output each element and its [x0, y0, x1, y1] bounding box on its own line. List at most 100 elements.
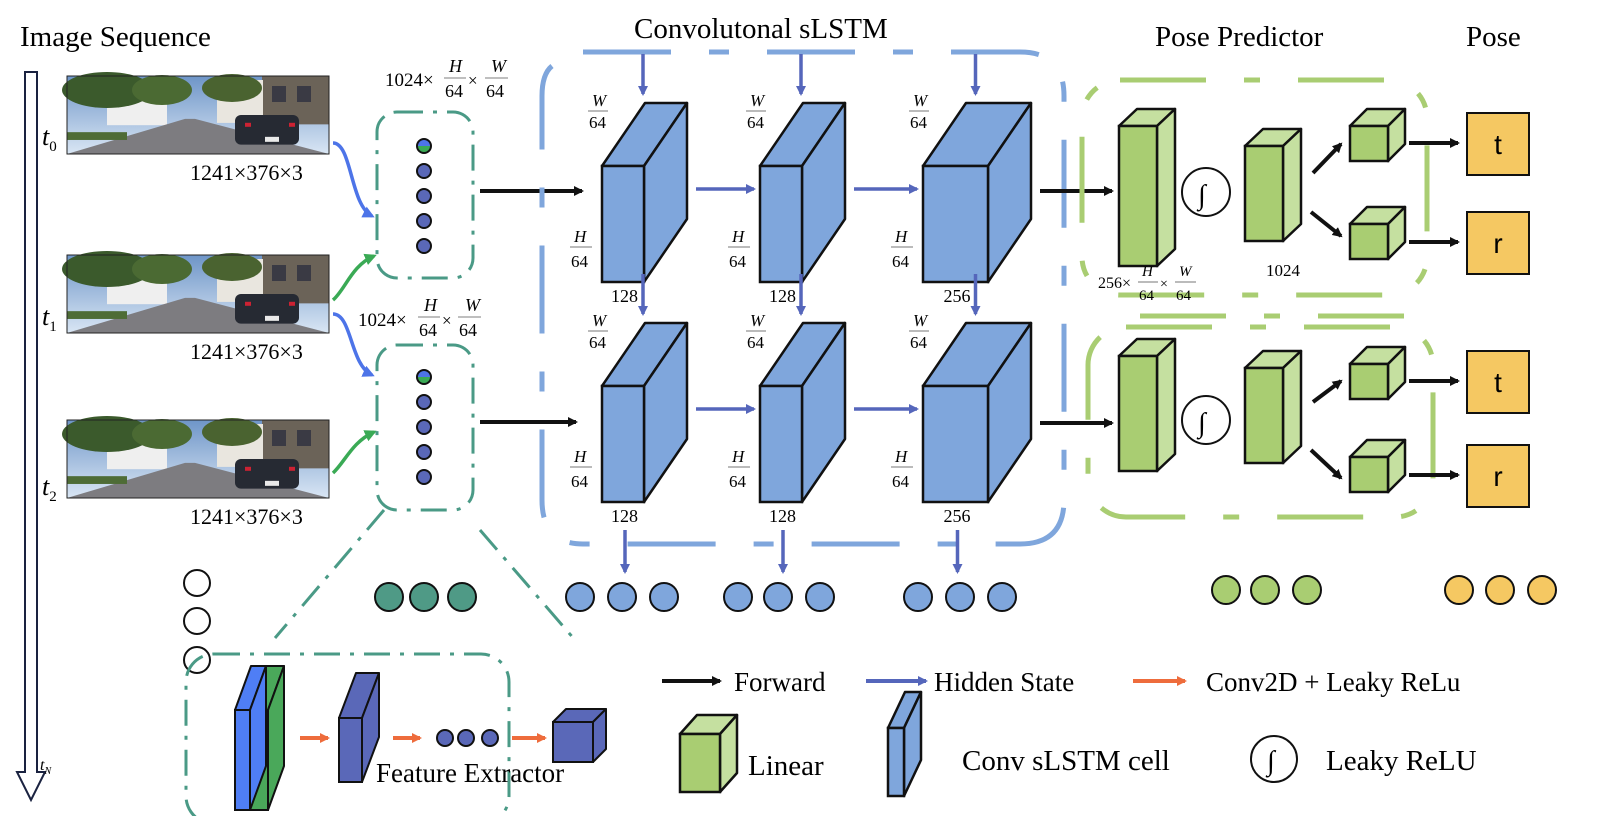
ellipsis-dot-lstm — [723, 582, 753, 612]
frame-image-t1 — [62, 251, 330, 334]
frac-w-2: W 64 — [458, 295, 482, 340]
svg-text:r: r — [1493, 228, 1502, 259]
svg-text:H: H — [731, 447, 746, 466]
svg-text:64: 64 — [1176, 288, 1192, 304]
lstm-cell-r0-c1 — [758, 101, 847, 284]
svg-text:64: 64 — [892, 472, 910, 491]
svg-text:64: 64 — [445, 81, 463, 101]
title-pose-predictor: Pose Predictor — [1155, 21, 1324, 53]
svg-text:t: t — [1494, 129, 1502, 160]
feature-extractor-callout — [184, 509, 577, 816]
svg-text:∫: ∫ — [1196, 180, 1208, 212]
svg-text:H: H — [894, 227, 909, 246]
forward-arrow-split-up — [1311, 142, 1343, 175]
leaky-relu-icon: ∫ — [1181, 395, 1231, 445]
pp-dim-prefix: 256× — [1098, 275, 1131, 292]
pose-predictor-blocks: ∫tr∫tr — [1117, 107, 1530, 508]
ellipsis-dot-time — [183, 607, 211, 635]
svg-text:W: W — [750, 311, 766, 330]
pp-linear2-dim: 1024 — [1266, 261, 1301, 280]
svg-text:H: H — [573, 447, 588, 466]
leaky-relu-icon: ∫ — [1181, 167, 1231, 217]
time-axis-arrow — [15, 71, 47, 803]
svg-text:64: 64 — [589, 333, 607, 352]
title-image-sequence: Image Sequence — [20, 21, 211, 53]
svg-text:×: × — [468, 71, 478, 90]
pp-frac-w: W 64 — [1175, 264, 1196, 304]
channel-label: 128 — [611, 506, 638, 526]
feature-node — [416, 444, 432, 460]
pp-frac-h: H 64 — [1138, 264, 1158, 304]
fe-input-blue — [234, 665, 267, 811]
linear-layer-2-r1 — [1243, 349, 1303, 465]
legend-conv-slstm-label: Conv sLSTM cell — [962, 745, 1170, 777]
legend-linear-label: Linear — [748, 750, 824, 782]
feature-node — [416, 213, 432, 229]
output-linear-r-r1 — [1348, 438, 1407, 494]
svg-text:64: 64 — [910, 113, 928, 132]
input-arrows — [331, 141, 377, 475]
time-label-t2: t2 — [42, 472, 57, 505]
pose-output-t: t — [1466, 112, 1530, 176]
channel-label: 256 — [944, 286, 971, 306]
dim-w-label: W64 — [909, 91, 929, 132]
ellipsis-dot-pose — [1527, 575, 1557, 605]
feature-vector-2: 1024× H 64 × W 64 — [358, 295, 482, 512]
ellipsis-dot-pose — [1485, 575, 1515, 605]
feature-node — [416, 163, 432, 179]
feature-extractor-label: Feature Extractor — [376, 758, 564, 788]
feature-node — [416, 138, 432, 154]
svg-text:∫: ∫ — [1265, 746, 1277, 778]
legend-lstm-box — [886, 690, 923, 798]
lstm-cell-r1-c0 — [600, 321, 689, 504]
dim-h-label: H 64 — [728, 447, 750, 491]
ellipsis-dot-pose-predictor — [1250, 575, 1280, 605]
svg-text:∫: ∫ — [1196, 408, 1208, 440]
svg-text:W: W — [491, 56, 508, 76]
svg-text:64: 64 — [459, 320, 477, 340]
svg-text:W: W — [592, 91, 608, 110]
svg-text:H: H — [731, 227, 746, 246]
svg-text:×: × — [1160, 277, 1168, 292]
legend: Forward Hidden State Conv2D + Leaky ReLu… — [662, 667, 1477, 798]
svg-text:64: 64 — [747, 333, 765, 352]
svg-text:64: 64 — [729, 472, 747, 491]
ellipsis-dot-time — [183, 569, 211, 597]
ellipsis-dot-feature — [447, 582, 477, 612]
legend-leaky-relu-label: Leaky ReLU — [1326, 745, 1477, 777]
time-label-t1: t1 — [42, 302, 57, 335]
feature-node — [416, 188, 432, 204]
ellipsis-dot-lstm — [903, 582, 933, 612]
feature-extractor-box — [184, 652, 511, 816]
feature-extractor — [234, 665, 607, 811]
svg-text:64: 64 — [729, 252, 747, 271]
dim-h-label: H64 — [891, 227, 913, 271]
dim-h-label: H64 — [891, 447, 913, 491]
ellipsis-dot-lstm — [649, 582, 679, 612]
svg-text:64: 64 — [571, 472, 589, 491]
svg-text:64: 64 — [419, 320, 437, 340]
frac-w-1: W 64 — [485, 56, 508, 101]
output-linear-t-r1 — [1348, 345, 1407, 401]
time-label-t0: t0 — [42, 122, 57, 155]
svg-text:W: W — [913, 311, 929, 330]
lstm-cell-r0-c2 — [921, 101, 1033, 284]
linear-layer-2-r0 — [1243, 127, 1303, 243]
forward-arrow-split-down — [1309, 448, 1343, 480]
legend-forward-label: Forward — [734, 667, 826, 697]
pose-output-r: r — [1466, 444, 1530, 508]
dim-w-label: W 64 — [909, 311, 929, 352]
dim-w-label: W64 — [588, 91, 608, 132]
svg-text:64: 64 — [910, 333, 928, 352]
pose-predictor-region-1 — [1079, 77, 1430, 298]
dim-h-label: H 64 — [570, 447, 592, 491]
output-linear-t-r0 — [1348, 107, 1407, 163]
dim-w-label: W64 — [746, 91, 766, 132]
fe-ellipsis-dot — [481, 729, 499, 747]
svg-text:W: W — [750, 91, 766, 110]
legend-conv-slstm-icon — [886, 690, 923, 798]
title-pose: Pose — [1466, 21, 1521, 53]
feature-node — [416, 238, 432, 254]
forward-arrow-split-up — [1311, 379, 1343, 404]
